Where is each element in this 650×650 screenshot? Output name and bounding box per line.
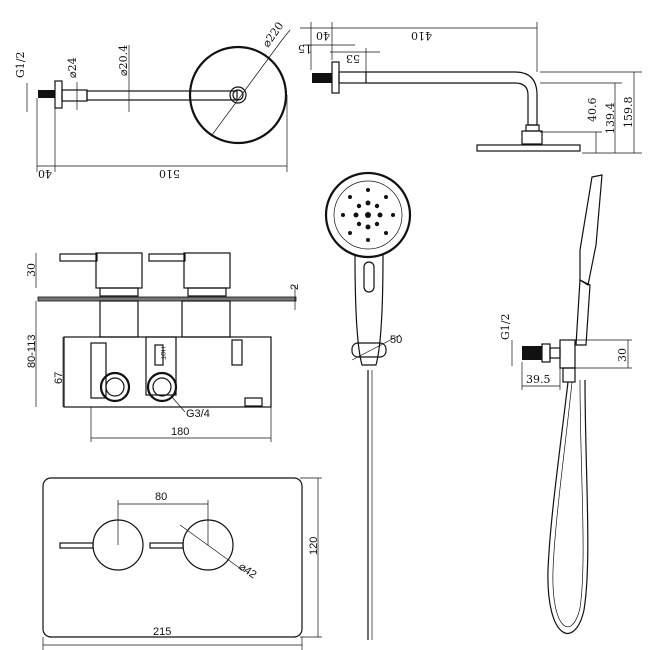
plug <box>244 397 263 407</box>
arm-pipe <box>366 71 538 126</box>
handle-side <box>575 279 591 346</box>
cartridge <box>231 339 243 366</box>
flange-label: 15 <box>298 42 312 55</box>
holder-leader <box>351 334 401 361</box>
outlet-port <box>99 371 131 403</box>
valve-body <box>63 336 272 408</box>
spray-ring <box>333 180 403 250</box>
head-plate <box>476 144 581 152</box>
depth-label: 80-113 <box>26 335 38 368</box>
hose-loop-inner <box>552 379 584 628</box>
trim-right <box>187 287 227 297</box>
body-height-label: 67 <box>53 372 65 384</box>
thread-label: G1/2 <box>499 314 512 341</box>
thread-stub <box>312 73 332 83</box>
shower-head-outline <box>188 45 288 145</box>
handle-body-right <box>183 252 231 289</box>
dia-leader-ext <box>281 29 291 41</box>
flange-dia-label: ⌀24 <box>66 57 79 78</box>
hose-loop <box>547 379 589 634</box>
drop2-label: 159.8 <box>622 97 635 129</box>
inlet-label: G3/4 <box>186 408 210 420</box>
button <box>363 261 375 293</box>
lever-right <box>148 253 186 262</box>
thread-stub <box>522 346 542 360</box>
arm-pipe <box>86 90 238 101</box>
spacing-label: 80 <box>155 491 167 503</box>
flange <box>331 61 340 94</box>
hot-tag <box>154 344 164 366</box>
dia-leader <box>211 39 283 136</box>
hose-nut <box>562 367 576 383</box>
swivel <box>525 124 540 132</box>
lever-left <box>59 542 94 549</box>
handle-body-left <box>95 252 143 289</box>
pipe-dia-label: ⌀20.4 <box>117 45 130 76</box>
nozzle <box>521 130 543 145</box>
hot-label: HOT <box>159 347 165 360</box>
mixer-valve-side-view: HOT 30 80-113 67 2 G3/4 180 <box>25 252 301 442</box>
thread-label: G1/2 <box>14 52 27 79</box>
inlet-port-inner <box>152 377 172 397</box>
stem-left <box>99 300 139 338</box>
lever-right <box>149 542 184 549</box>
offset-label: 40 <box>316 29 330 42</box>
flange <box>54 80 63 109</box>
shower-head-side <box>579 174 603 286</box>
hand-shower-front-view: 50 <box>324 171 412 640</box>
handle <box>354 254 384 366</box>
dia-leader <box>179 524 246 573</box>
offset-label: 40 <box>38 167 52 180</box>
collar <box>338 71 367 84</box>
outlet-port-inner <box>105 377 125 397</box>
head-connector <box>229 86 247 104</box>
depth-label: 39.5 <box>526 373 551 386</box>
holder <box>351 342 387 358</box>
side-port <box>90 342 107 399</box>
length-label: 410 <box>411 29 432 42</box>
drop1-label: 139.4 <box>604 103 617 135</box>
collar <box>61 89 88 102</box>
length-label: 510 <box>159 167 180 180</box>
faceplate-outline <box>42 477 303 638</box>
elbow <box>549 347 561 359</box>
inlet-port <box>146 371 178 403</box>
faceplate-front-view: 80 120 215 ⌀42 <box>42 477 322 650</box>
handle-height-label: 30 <box>25 263 38 277</box>
spray-nozzles <box>341 188 395 242</box>
head-height-label: 40.6 <box>586 98 599 123</box>
thread-stub <box>38 90 55 98</box>
width-label: 215 <box>153 626 171 638</box>
handle-dia-label: ⌀42 <box>236 561 258 582</box>
width-label: 180 <box>171 426 189 438</box>
ceiling-arm-side-view: 40 410 15 53 40.6 139.4 159.8 <box>298 22 642 154</box>
holder-label: 50 <box>390 334 402 346</box>
bracket <box>559 339 576 369</box>
collar-label: 53 <box>346 52 360 65</box>
wall-plate <box>37 296 297 302</box>
stem-right <box>181 300 231 338</box>
hand-shower-side-view: G1/2 30 39.5 <box>499 174 632 634</box>
height-label: 30 <box>616 348 629 362</box>
height-label: 120 <box>308 537 320 555</box>
lever-left <box>59 253 98 262</box>
head-dia-label: ⌀220 <box>260 20 286 50</box>
trim-left <box>99 287 139 297</box>
flange <box>541 343 551 363</box>
spray-face <box>324 171 412 259</box>
inlet-leader <box>171 396 186 413</box>
hot-housing <box>145 336 177 396</box>
plate-label: 2 <box>289 284 301 290</box>
ceiling-arm-top-view: G1/2 ⌀24 ⌀20.4 ⌀220 40 510 <box>14 20 291 180</box>
